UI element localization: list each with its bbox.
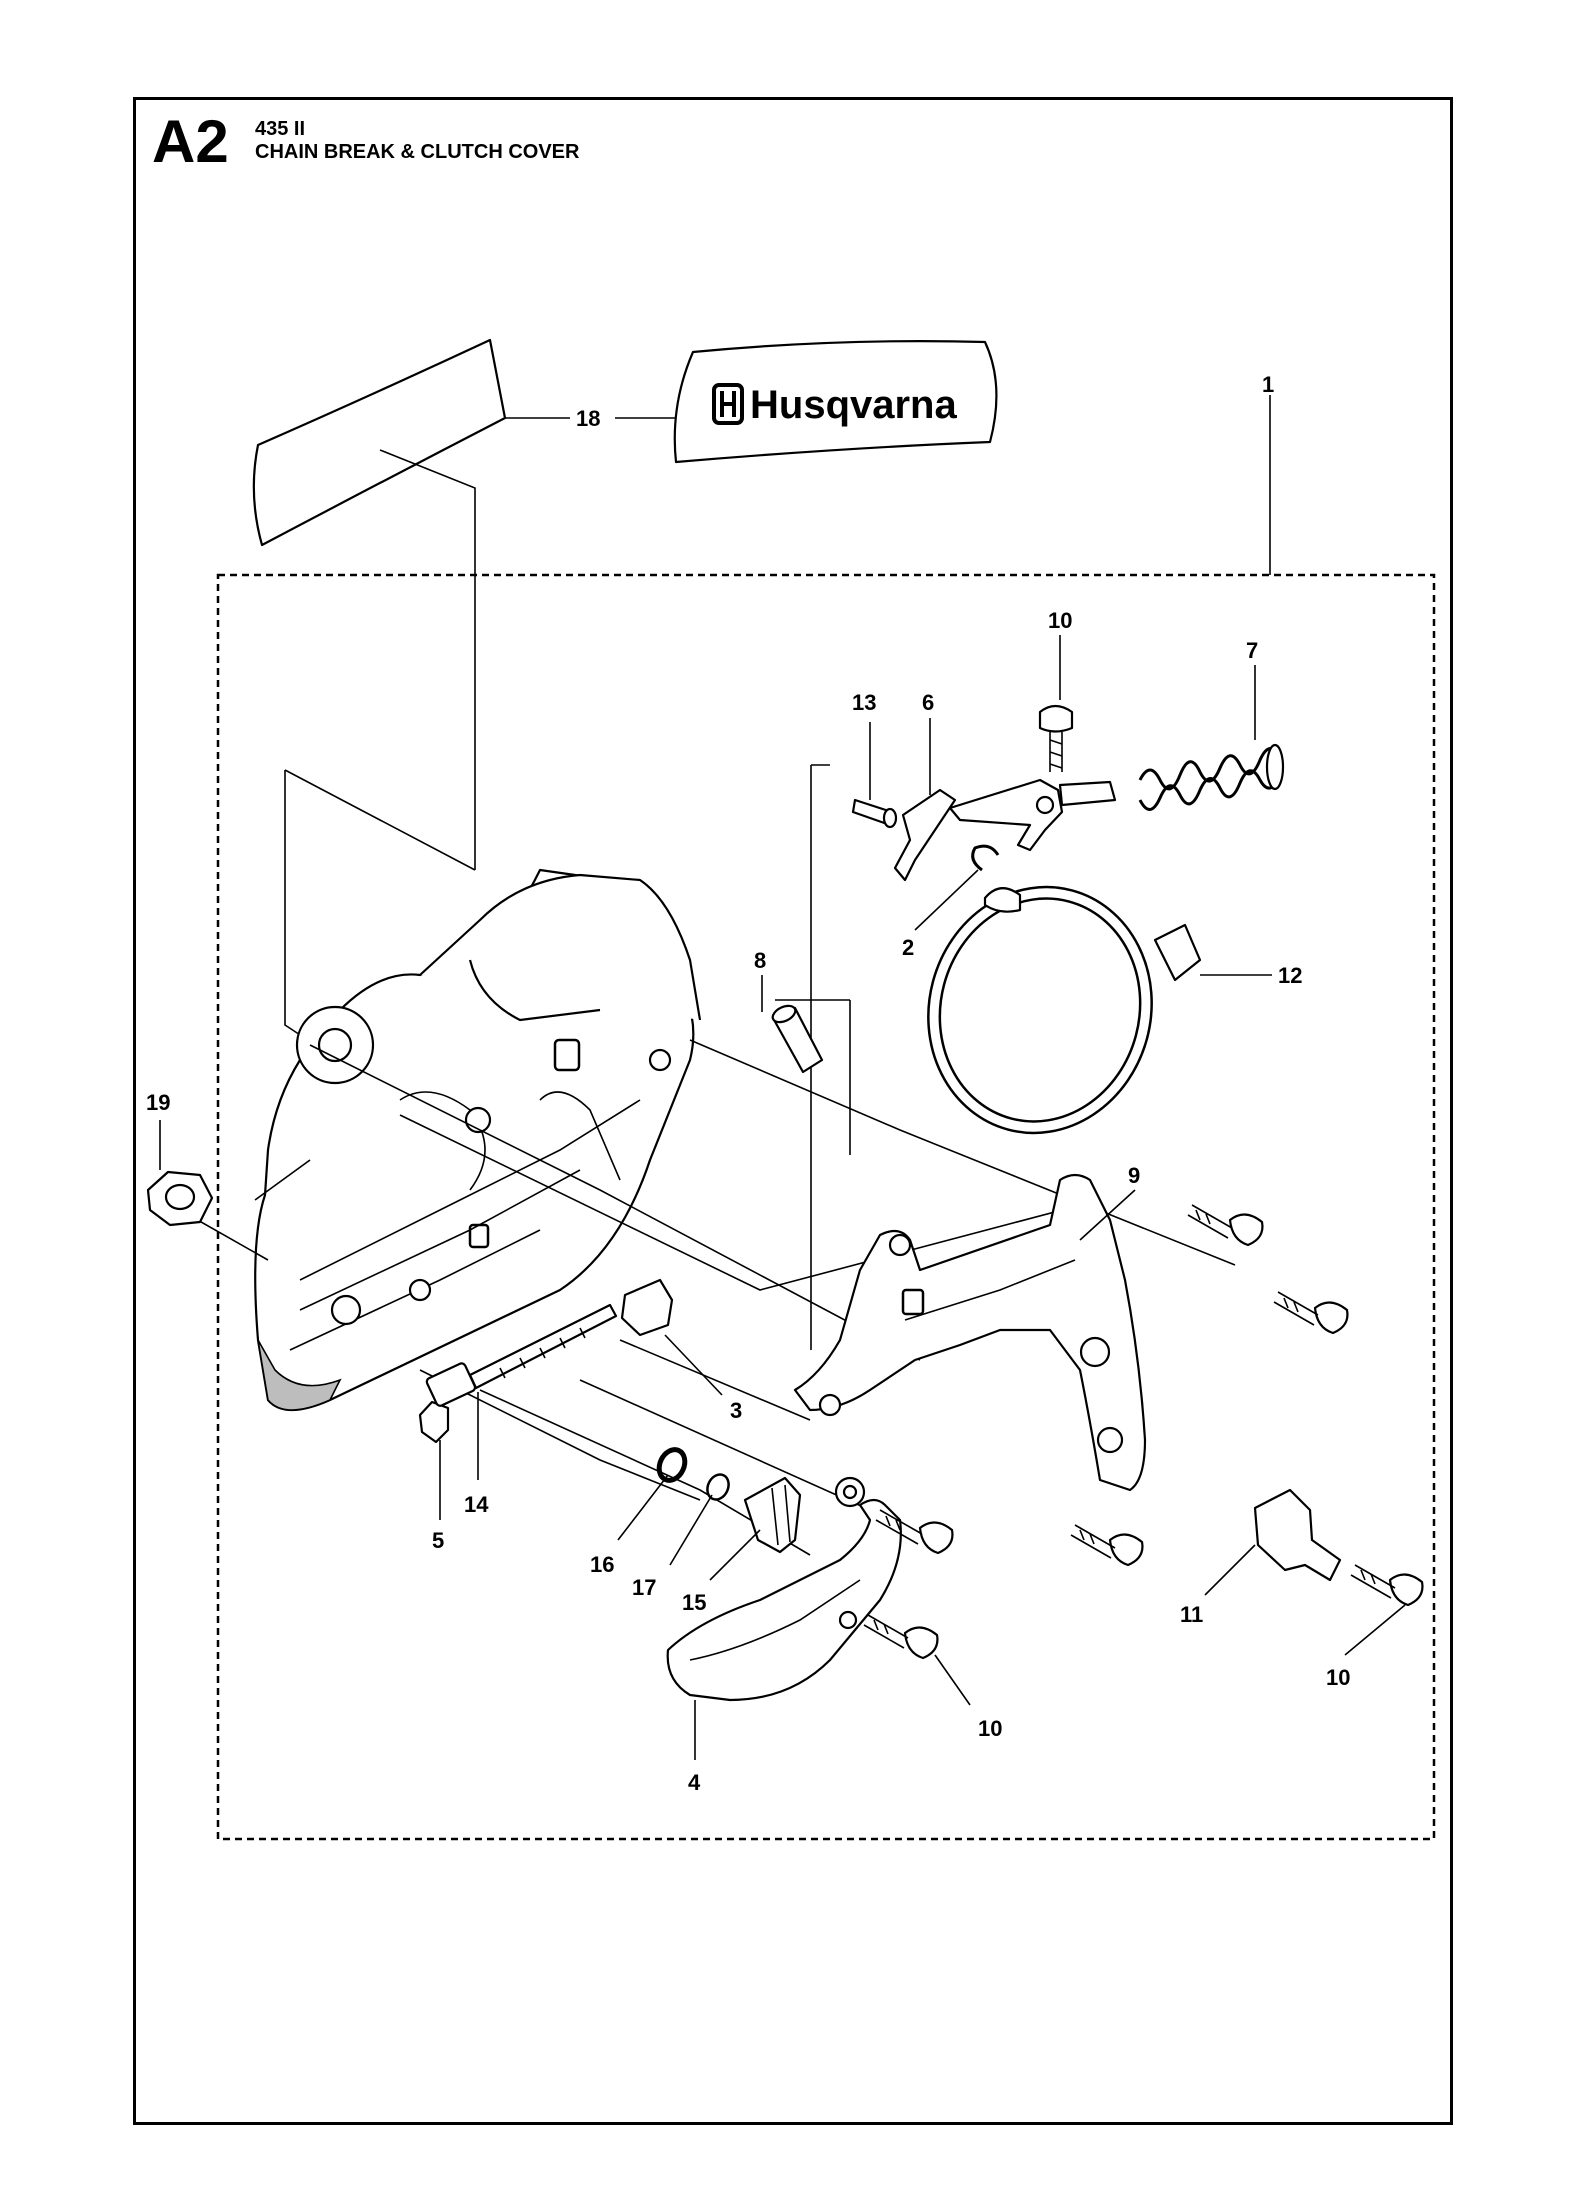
callout-16: 16 [590, 1552, 614, 1577]
callout-leaders [159, 395, 1406, 1760]
brake-link [948, 778, 1117, 852]
part-10-screw-brake [1070, 1524, 1144, 1567]
callout-13: 13 [852, 690, 876, 715]
part-19-nut [146, 1170, 214, 1227]
callout-1: 1 [1262, 372, 1274, 397]
callout-7: 7 [1246, 638, 1258, 663]
callout-2: 2 [902, 935, 914, 960]
part-8-sleeve [771, 1004, 824, 1074]
callout-10: 10 [978, 1716, 1002, 1741]
callout-12: 12 [1278, 963, 1302, 988]
part-12-brake-band [927, 885, 1202, 1135]
section-code: A2 [152, 108, 229, 175]
part-9-brake-handle [793, 1173, 1147, 1492]
husqvarna-wordmark: Husqvarna [750, 383, 957, 427]
part-14-adjuster-screw [425, 1303, 618, 1407]
callout-18: 18 [576, 406, 600, 431]
part-10-screw-right [1273, 1291, 1349, 1335]
part-10-screw-top [1038, 704, 1074, 772]
callout-numbers: 1 18 10 7 13 6 2 12 8 19 9 3 5 14 16 17 … [146, 372, 1350, 1795]
part-17-washer [706, 1473, 730, 1501]
part-3-bushing [620, 1278, 674, 1337]
callout-4: 4 [688, 1770, 701, 1795]
part-13-pin [851, 798, 898, 829]
callout-11: 11 [1180, 1602, 1203, 1627]
callout-3: 3 [730, 1398, 742, 1423]
assembly-leader-lines [179, 764, 1236, 1556]
part-10-screw-upper-right [1187, 1204, 1264, 1247]
callout-10: 10 [1326, 1665, 1350, 1690]
part-10-screw-guard-upper [875, 1509, 954, 1555]
part-1-clutch-cover [254, 868, 702, 1411]
model-name: 435 II [255, 118, 306, 140]
page-title: CHAIN BREAK & CLUTCH COVER [255, 141, 580, 163]
husqvarna-crown-logo-icon [712, 383, 744, 425]
callout-14: 14 [464, 1492, 489, 1517]
part-4-chain-guard [666, 1476, 902, 1702]
part-10-screw-lower-right [1350, 1564, 1424, 1607]
part-5-nut [418, 1400, 450, 1444]
part-15-gear [743, 1476, 802, 1554]
callout-15: 15 [682, 1590, 706, 1615]
assembly-boundary [216, 573, 1436, 1841]
part-18-decal-blank [252, 338, 507, 547]
callout-9: 9 [1128, 1163, 1140, 1188]
callout-5: 5 [432, 1528, 444, 1553]
callout-6: 6 [922, 690, 934, 715]
part-18-decal-husqvarna: Husqvarna [673, 340, 998, 464]
part-10-screw-guard-lower [863, 1614, 939, 1660]
part-6-lever [893, 788, 957, 882]
callout-19: 19 [146, 1090, 170, 1115]
callout-10: 10 [1048, 608, 1072, 633]
part-11-clip [1253, 1488, 1342, 1582]
part-2-e-clip [971, 844, 1000, 872]
part-16-o-ring [656, 1447, 688, 1483]
callout-8: 8 [754, 948, 766, 973]
part-7-spring [1138, 743, 1285, 811]
page-frame [133, 97, 1453, 2125]
callout-17: 17 [632, 1575, 656, 1600]
